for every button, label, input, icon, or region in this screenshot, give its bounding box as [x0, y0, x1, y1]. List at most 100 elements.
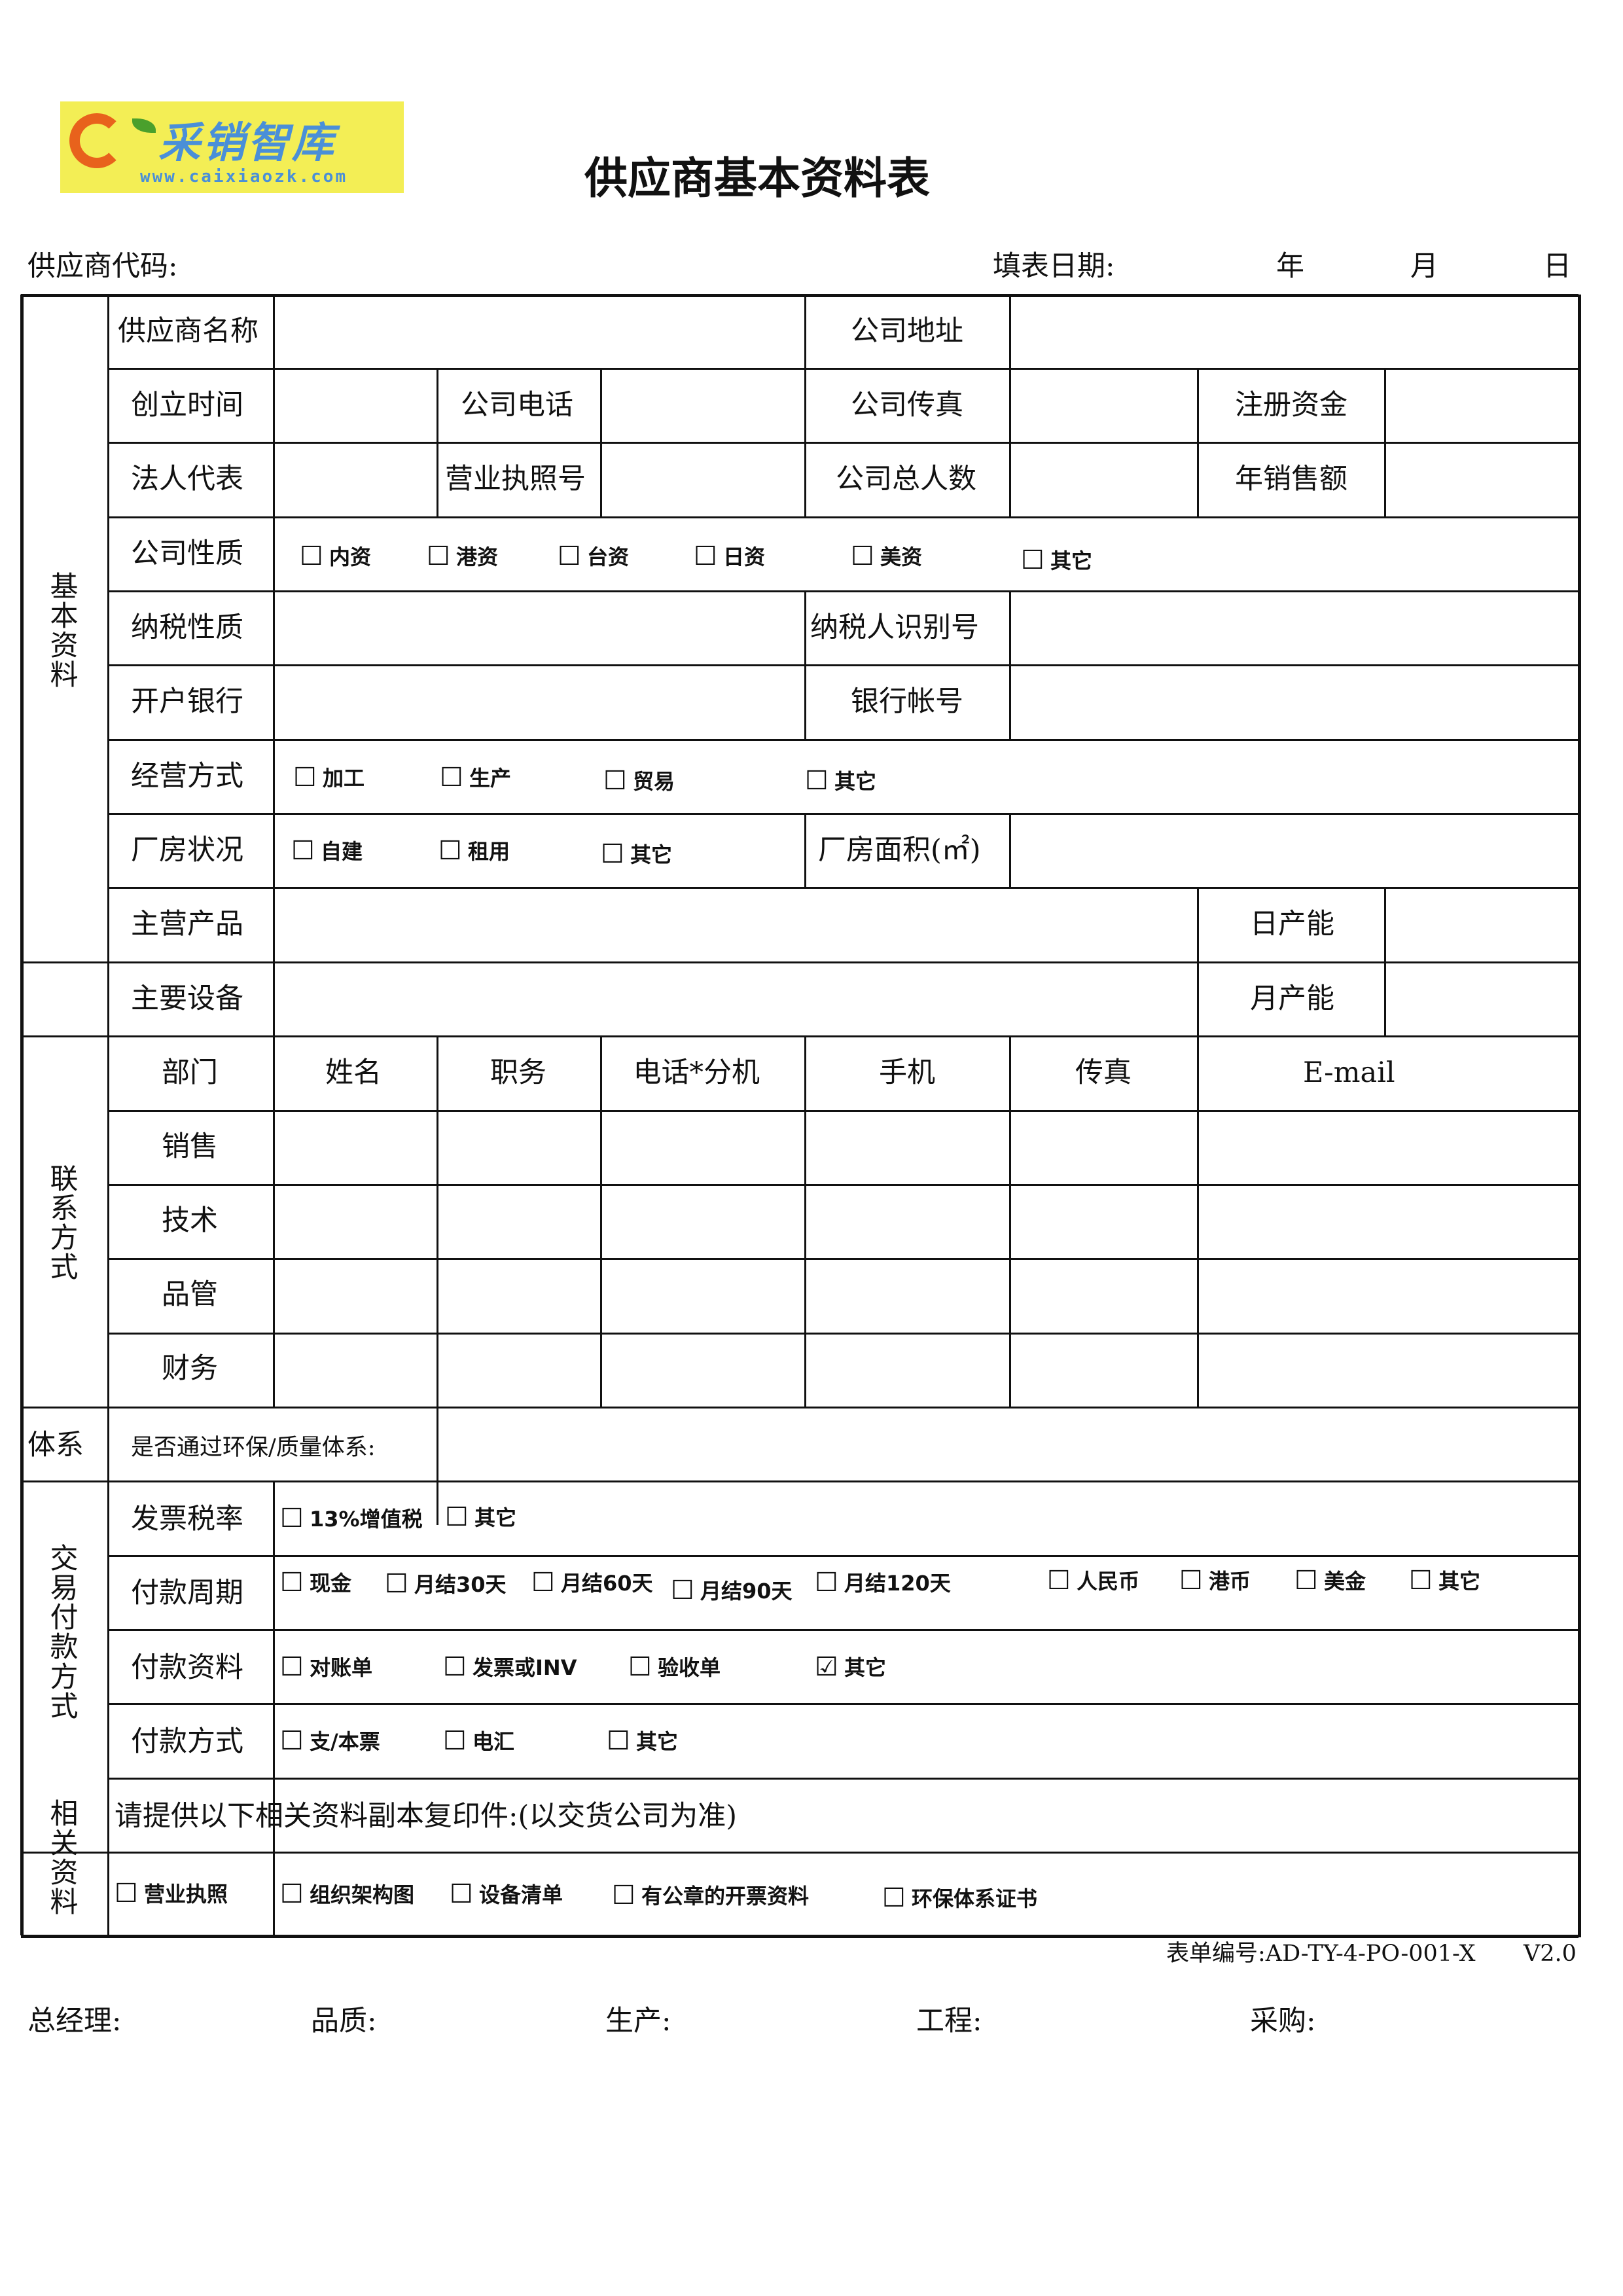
option-label-company-type-2: 台资 — [587, 545, 630, 569]
checkbox-related-1[interactable]: ☐ — [280, 1879, 304, 1909]
grid-line — [804, 368, 806, 517]
option-label-doc-2: 验收单 — [658, 1655, 721, 1680]
grid-line — [21, 1035, 1578, 1037]
label-operation-mode: 经营方式 — [131, 760, 243, 793]
option-label-currency-3: 其它 — [1438, 1569, 1481, 1594]
grid-line — [804, 1036, 806, 1407]
grid-line — [804, 295, 806, 368]
checkbox-factory-0[interactable]: ☐ — [291, 836, 315, 866]
checkbox-operation-0[interactable]: ☐ — [293, 762, 317, 793]
option-label-tax-0: 13%增值税 — [310, 1507, 423, 1532]
label-taxpayer-id: 纳税人识别号 — [810, 611, 979, 644]
checkbox-factory-1[interactable]: ☐ — [438, 836, 462, 866]
checkbox-method-2[interactable]: ☐ — [607, 1726, 630, 1756]
logo: 采销智库 www.caixiaozk.com — [60, 101, 404, 193]
checkbox-operation-3[interactable]: ☐ — [805, 766, 829, 796]
checkbox-related-3[interactable]: ☐ — [612, 1880, 635, 1910]
supplier-code-label: 供应商代码: — [27, 250, 178, 283]
grid-line — [108, 813, 1578, 815]
checkbox-factory-2[interactable]: ☐ — [601, 839, 624, 869]
option-label-period-4: 月结120天 — [844, 1571, 951, 1596]
option-label-operation-1: 生产 — [469, 766, 512, 791]
checkbox-period-3[interactable]: ☐ — [671, 1575, 694, 1605]
option-label-related-1: 组织架构图 — [310, 1882, 415, 1907]
checkbox-company-type-3[interactable]: ☐ — [694, 541, 717, 571]
checkbox-period-1[interactable]: ☐ — [385, 1569, 408, 1599]
label-registered-capital: 注册资金 — [1235, 389, 1347, 422]
checkbox-company-type-5[interactable]: ☐ — [1021, 545, 1044, 575]
checkbox-doc-1[interactable]: ☐ — [443, 1652, 467, 1682]
checkbox-operation-2[interactable]: ☐ — [603, 766, 627, 796]
grid-line — [108, 1184, 1578, 1186]
checkbox-operation-1[interactable]: ☐ — [440, 762, 463, 793]
checkbox-company-type-4[interactable]: ☐ — [851, 541, 874, 571]
grid-line — [108, 1778, 1578, 1780]
checkbox-company-type-1[interactable]: ☐ — [427, 541, 450, 571]
grid-line — [108, 887, 1578, 889]
checkbox-related-0[interactable]: ☐ — [115, 1878, 138, 1909]
checkbox-method-0[interactable]: ☐ — [280, 1726, 304, 1756]
checkbox-related-2[interactable]: ☐ — [450, 1879, 473, 1909]
grid-line — [804, 814, 806, 888]
checkbox-company-type-0[interactable]: ☐ — [300, 541, 323, 571]
label-tax-rate: 发票税率 — [131, 1503, 243, 1535]
label-tax-type: 纳税性质 — [131, 611, 243, 644]
contact-header-4: 手机 — [879, 1056, 935, 1089]
checkbox-method-1[interactable]: ☐ — [443, 1726, 467, 1756]
label-company-type: 公司性质 — [131, 537, 243, 570]
signoff-4: 采购: — [1250, 2005, 1316, 2037]
grid-line — [108, 1629, 1578, 1631]
checkbox-doc-0[interactable]: ☐ — [280, 1652, 304, 1682]
option-label-related-3: 有公章的开票资料 — [641, 1884, 810, 1909]
grid-line — [21, 961, 1578, 963]
grid-line — [1384, 888, 1386, 1036]
option-label-related-2: 设备清单 — [479, 1882, 563, 1907]
grid-line — [21, 1407, 1578, 1408]
checkbox-company-type-2[interactable]: ☐ — [558, 541, 581, 571]
contact-dept-3: 财务 — [162, 1352, 218, 1385]
option-label-period-3: 月结90天 — [700, 1579, 793, 1604]
contact-dept-0: 销售 — [162, 1130, 218, 1163]
label-company-address: 公司地址 — [851, 315, 963, 348]
grid-line — [108, 1110, 1578, 1112]
grid-line — [1384, 368, 1386, 517]
grid-line — [108, 368, 1578, 370]
checkbox-period-0[interactable]: ☐ — [280, 1568, 304, 1598]
signoff-0: 总经理: — [27, 2005, 122, 2037]
checkbox-currency-0[interactable]: ☐ — [1047, 1566, 1071, 1596]
option-label-company-type-1: 港资 — [456, 545, 499, 569]
checkbox-period-4[interactable]: ☐ — [815, 1568, 838, 1598]
contact-header-6: E-mail — [1303, 1056, 1395, 1089]
checkbox-doc-3[interactable]: ☑ — [815, 1652, 838, 1682]
label-factory-status: 厂房状况 — [131, 834, 243, 867]
option-label-operation-0: 加工 — [323, 766, 365, 791]
leaf-icon — [132, 118, 156, 133]
grid-line — [600, 1036, 602, 1407]
checkbox-tax-0[interactable]: ☐ — [280, 1503, 304, 1534]
grid-line — [1578, 295, 1581, 1937]
option-label-tax-1: 其它 — [474, 1505, 517, 1530]
grid-line — [664, 1555, 815, 1557]
contact-dept-1: 技术 — [162, 1204, 218, 1237]
option-label-doc-1: 发票或INV — [473, 1655, 577, 1680]
option-label-period-2: 月结60天 — [561, 1571, 653, 1596]
grid-line — [437, 1407, 438, 1481]
checkbox-related-4[interactable]: ☐ — [882, 1883, 906, 1913]
grid-line — [108, 664, 1578, 666]
checkbox-doc-2[interactable]: ☐ — [628, 1652, 652, 1682]
label-main-products: 主营产品 — [131, 908, 243, 941]
checkbox-period-2[interactable]: ☐ — [531, 1568, 555, 1598]
checkbox-tax-1[interactable]: ☐ — [445, 1502, 469, 1532]
grid-line — [21, 294, 1578, 297]
grid-line — [1009, 368, 1011, 517]
checkbox-currency-1[interactable]: ☐ — [1179, 1566, 1203, 1596]
contact-header-3: 电话*分机 — [633, 1056, 760, 1089]
related-instruction: 请提供以下相关资料副本复印件:(以交货公司为准) — [115, 1800, 738, 1833]
checkbox-currency-3[interactable]: ☐ — [1409, 1566, 1433, 1596]
contact-header-5: 传真 — [1075, 1056, 1132, 1089]
label-annual-sales: 年销售额 — [1235, 463, 1347, 495]
checkbox-currency-2[interactable]: ☐ — [1294, 1566, 1318, 1596]
grid-line — [20, 295, 24, 1935]
grid-line — [1197, 888, 1199, 1036]
